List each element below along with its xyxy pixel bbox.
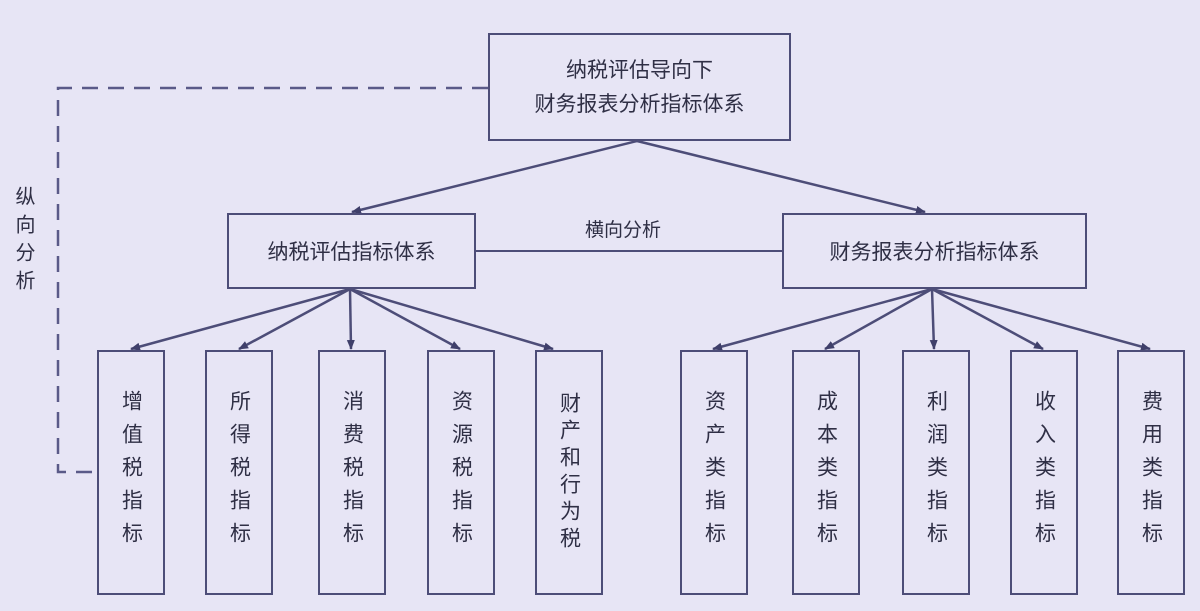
financial-statement-system-label: 财务报表分析指标体系 bbox=[829, 240, 1040, 264]
leaf-node-cost: 成本类指标 bbox=[792, 350, 860, 595]
vertical-analysis-dashed-line bbox=[56, 86, 488, 474]
horizontal-analysis-label: 横向分析 bbox=[585, 219, 662, 241]
leaf-label: 收入类指标 bbox=[1032, 390, 1057, 555]
root-node: 纳税评估导向下 财务报表分析指标体系 bbox=[488, 33, 791, 141]
leaf-node-revenue: 收入类指标 bbox=[1010, 350, 1078, 595]
tax-assessment-system-node: 纳税评估指标体系 bbox=[227, 213, 476, 289]
arrow-connector bbox=[349, 287, 461, 351]
arrow-connector bbox=[130, 287, 351, 351]
leaf-node-income-tax: 所得税指标 bbox=[205, 350, 273, 595]
leaf-node-consumption-tax: 消费税指标 bbox=[318, 350, 386, 595]
arrow-connector bbox=[929, 288, 938, 350]
leaf-node-vat: 增值税指标 bbox=[97, 350, 165, 595]
leaf-node-property-behavior-tax: 财产和行为税 bbox=[535, 350, 603, 595]
leaf-node-asset: 资产类指标 bbox=[680, 350, 748, 595]
tax-assessment-system-label: 纳税评估指标体系 bbox=[267, 240, 436, 264]
arrow-connector bbox=[824, 287, 933, 351]
financial-statement-system-node: 财务报表分析指标体系 bbox=[782, 213, 1087, 289]
leaf-label: 消费税指标 bbox=[340, 390, 365, 555]
leaf-label: 资源税指标 bbox=[449, 390, 474, 555]
leaf-label: 财产和行为税 bbox=[557, 391, 582, 554]
leaf-node-expense: 费用类指标 bbox=[1117, 350, 1185, 595]
leaf-node-resource-tax: 资源税指标 bbox=[427, 350, 495, 595]
leaf-label: 资产类指标 bbox=[702, 390, 727, 555]
arrow-connector bbox=[349, 287, 554, 351]
leaf-label: 增值税指标 bbox=[119, 390, 144, 555]
root-title-line1: 纳税评估导向下 bbox=[566, 58, 713, 82]
arrow-connector bbox=[346, 288, 355, 350]
leaf-label: 成本类指标 bbox=[814, 390, 839, 555]
leaf-node-profit: 利润类指标 bbox=[902, 350, 970, 595]
arrow-connector bbox=[712, 287, 933, 351]
leaf-label: 所得税指标 bbox=[227, 390, 252, 555]
arrow-connector bbox=[931, 287, 1044, 351]
leaf-label: 利润类指标 bbox=[924, 390, 949, 555]
arrow-connector bbox=[238, 287, 351, 351]
leaf-label: 费用类指标 bbox=[1139, 390, 1164, 555]
arrow-connector bbox=[636, 139, 926, 214]
arrow-connector bbox=[351, 139, 638, 214]
root-title-line2: 财务报表分析指标体系 bbox=[534, 92, 745, 116]
vertical-analysis-label: 纵向分析 bbox=[12, 186, 36, 298]
arrow-connector bbox=[931, 287, 1151, 351]
